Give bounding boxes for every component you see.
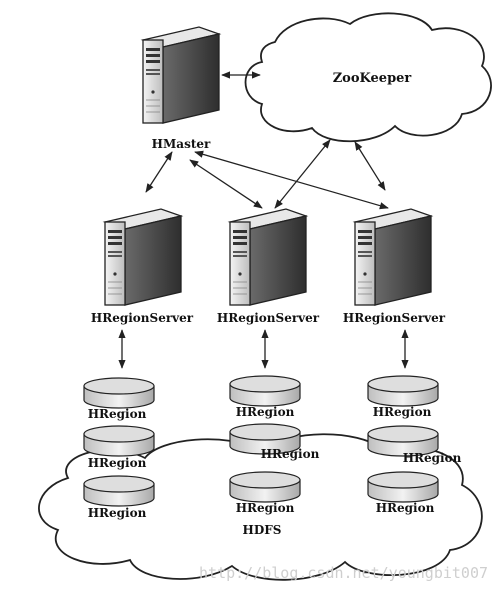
watermark: http://blog.csdn.net/youngbit007: [199, 564, 488, 582]
arrow-zookeeper-hrs3: [354, 141, 386, 191]
connections: [118, 71, 409, 369]
hregionserver-2-icon: [229, 208, 307, 306]
hregion-label: HRegion: [373, 405, 432, 419]
hregion-label: HRegion: [88, 456, 147, 470]
arrow-zookeeper-hrs2: [274, 139, 331, 209]
hregion-disk-icon: [229, 471, 301, 503]
hregion-label: HRegion: [88, 506, 147, 520]
hregion-disk-icon: [83, 475, 155, 507]
hmaster-label: HMaster: [152, 137, 211, 151]
hregion-label: HRegion: [261, 447, 320, 461]
hmaster-server-icon: [142, 26, 220, 124]
hregionserver-1-icon: [104, 208, 182, 306]
zookeeper-label: ZooKeeper: [333, 71, 412, 86]
hregionserver-label: HRegionServer: [217, 311, 320, 325]
hregion-label: HRegion: [88, 407, 147, 421]
arrow-hmaster-hrs3: [194, 150, 389, 210]
hregion-label: HRegion: [236, 405, 295, 419]
hregion-label: HRegion: [403, 451, 462, 465]
arrow-hmaster-hrs1: [145, 151, 173, 193]
arrow-hmaster-hrs2: [189, 159, 263, 209]
hregion-disk-icon: [83, 425, 155, 457]
hregion-disk-icon: [367, 471, 439, 503]
zookeeper-cloud: [244, 12, 492, 143]
hregion-label: HRegion: [376, 501, 435, 515]
hregion-disk-icon: [367, 375, 439, 407]
hregion-label: HRegion: [236, 501, 295, 515]
hregion-disk-icon: [229, 375, 301, 407]
hregionserver-label: HRegionServer: [343, 311, 446, 325]
hregion-disk-icon: [83, 377, 155, 409]
hdfs-cloud: [38, 433, 483, 581]
hdfs-label: HDFS: [243, 523, 282, 537]
hregionserver-3-icon: [354, 208, 432, 306]
hregionserver-label: HRegionServer: [91, 311, 194, 325]
